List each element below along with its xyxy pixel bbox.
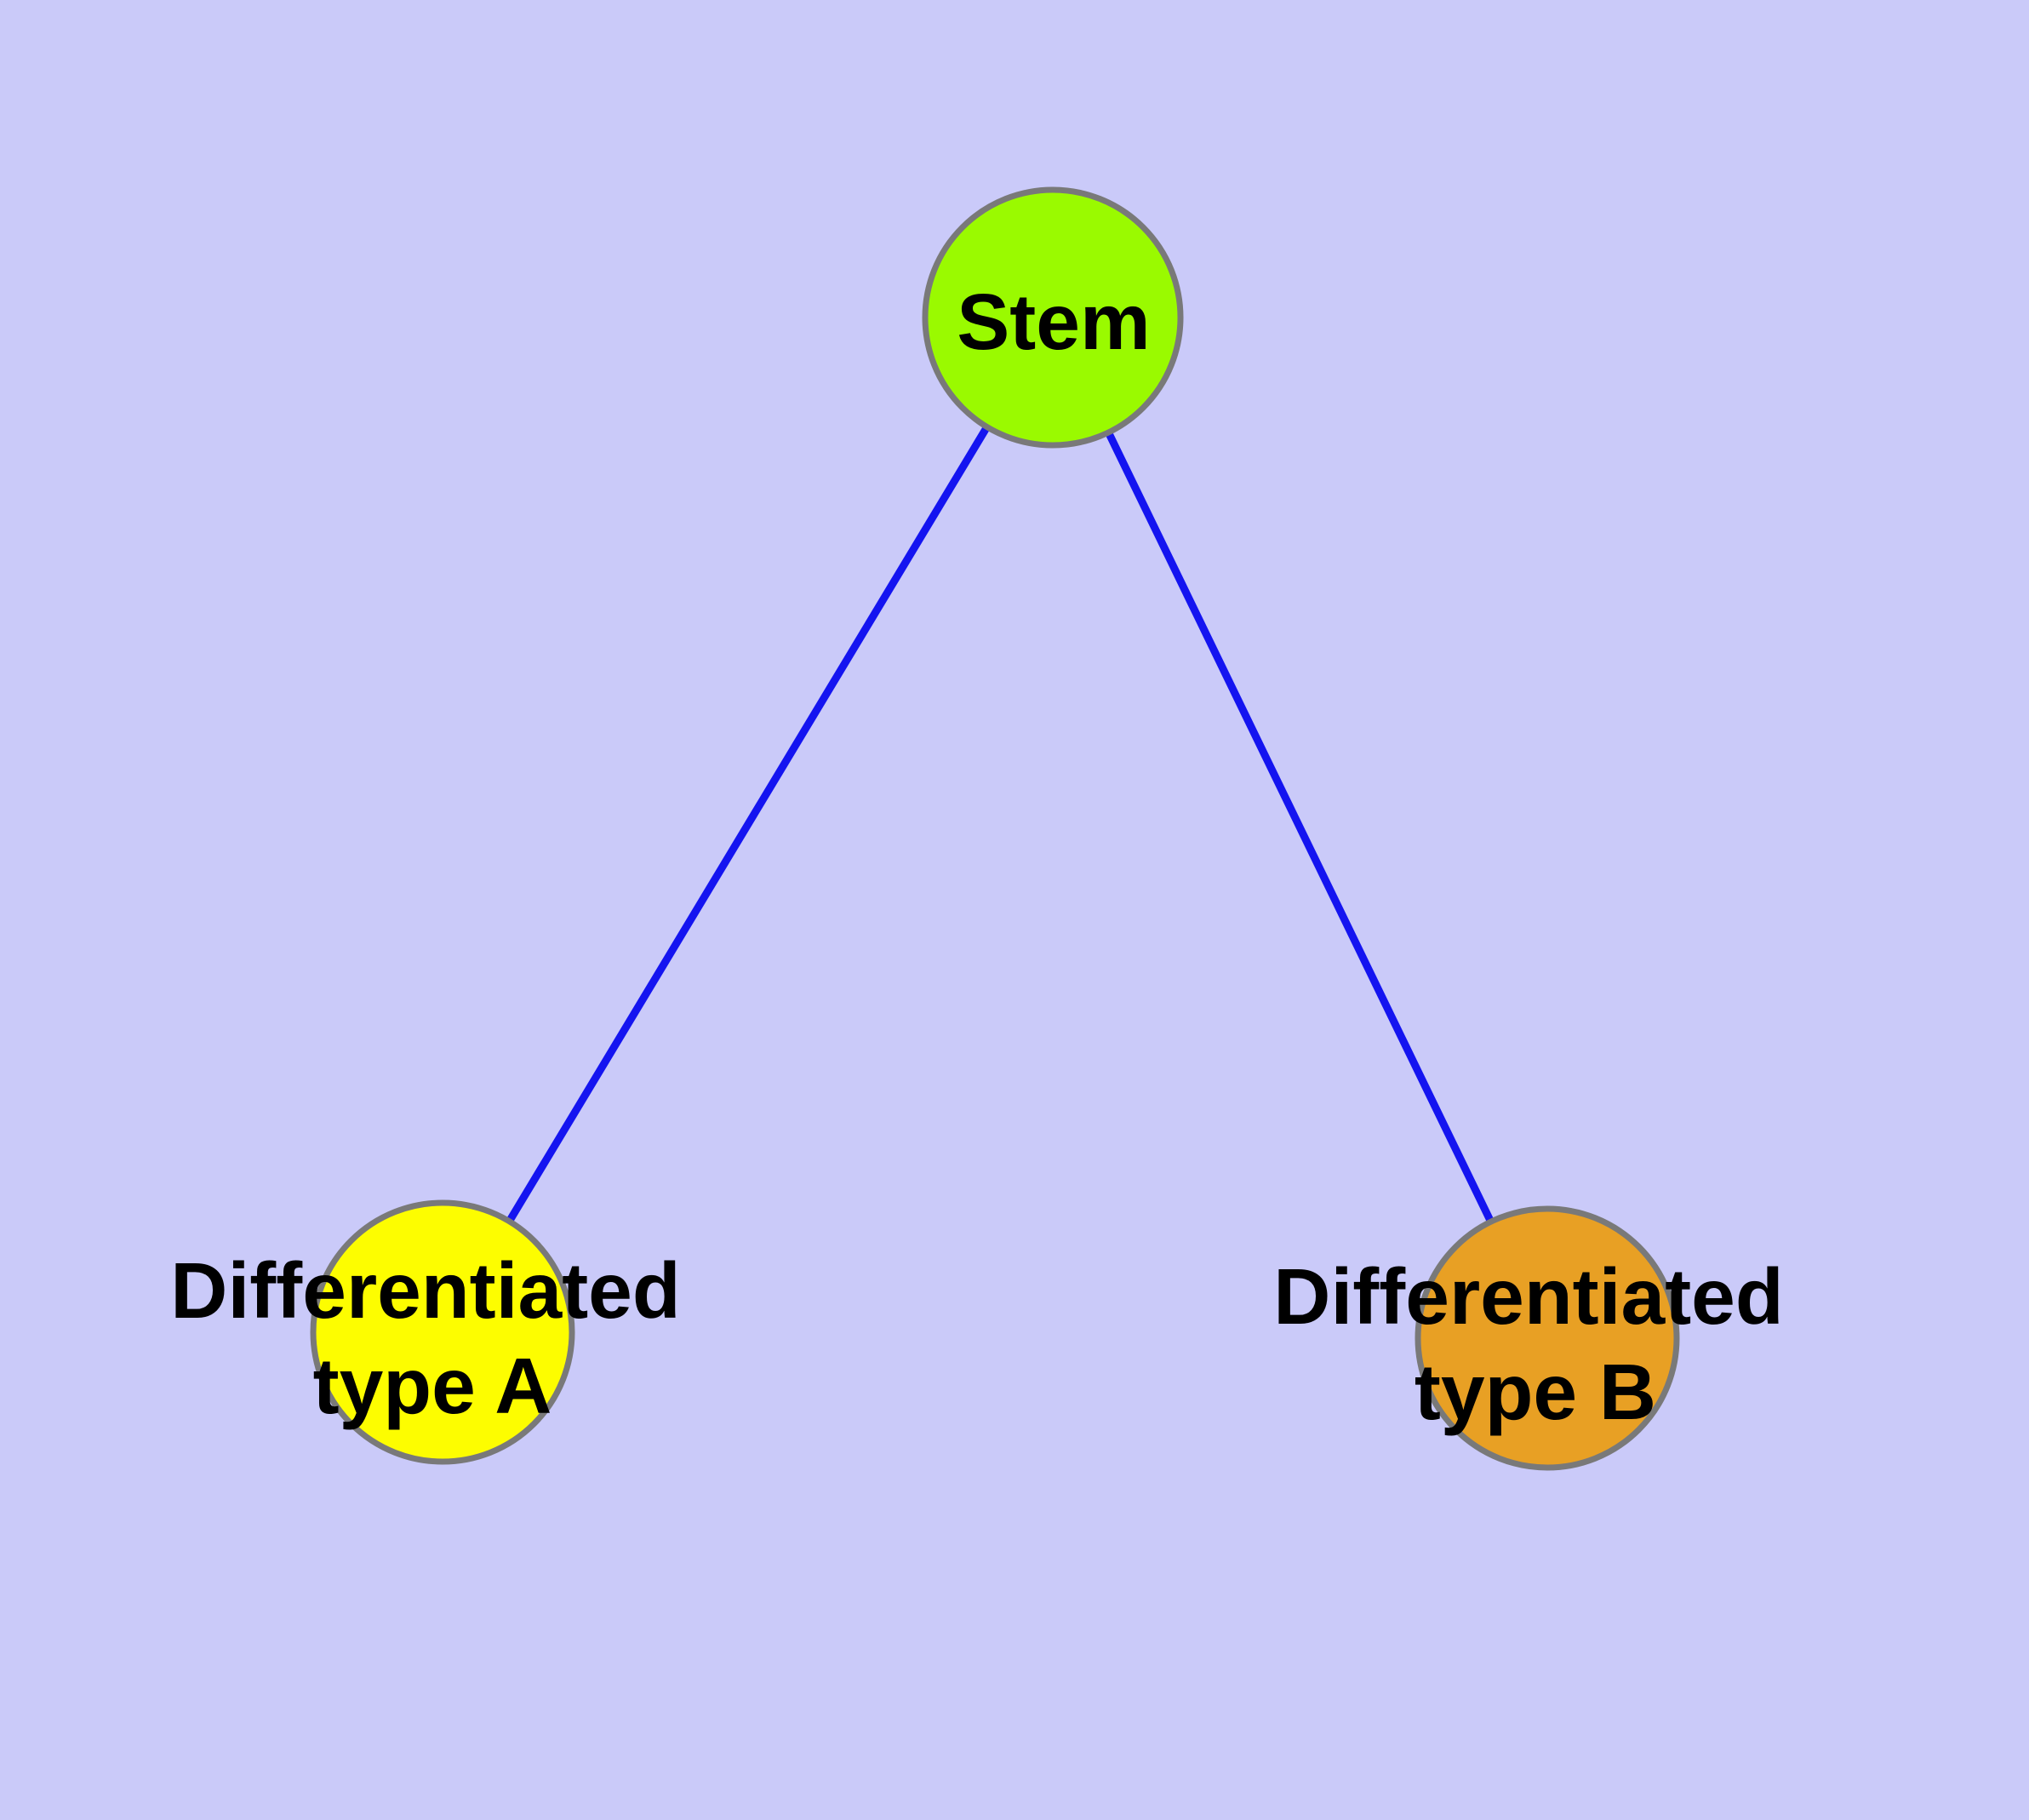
node-differentiated-type-a-label-line-1: Differentiated <box>170 1246 680 1335</box>
node-differentiated-type-a <box>310 1199 575 1465</box>
node-differentiated-type-a-label-line-2: type A <box>313 1342 552 1430</box>
node-stem <box>922 186 1184 449</box>
node-group <box>310 186 1680 1471</box>
edge-group <box>439 315 1552 1340</box>
node-differentiated-type-b-label-line-1: Differentiated <box>1273 1252 1783 1341</box>
node-differentiated-type-b-label-line-2: type B <box>1415 1348 1656 1436</box>
node-stem-label: Stem <box>957 278 1150 366</box>
label-group: Stem Differentiated type A Differentiate… <box>170 278 1783 1436</box>
edge-stem-to-differentiated-type-b <box>1049 316 1552 1340</box>
edge-stem-to-differentiated-type-a <box>439 315 1056 1335</box>
node-differentiated-type-b <box>1415 1205 1680 1471</box>
